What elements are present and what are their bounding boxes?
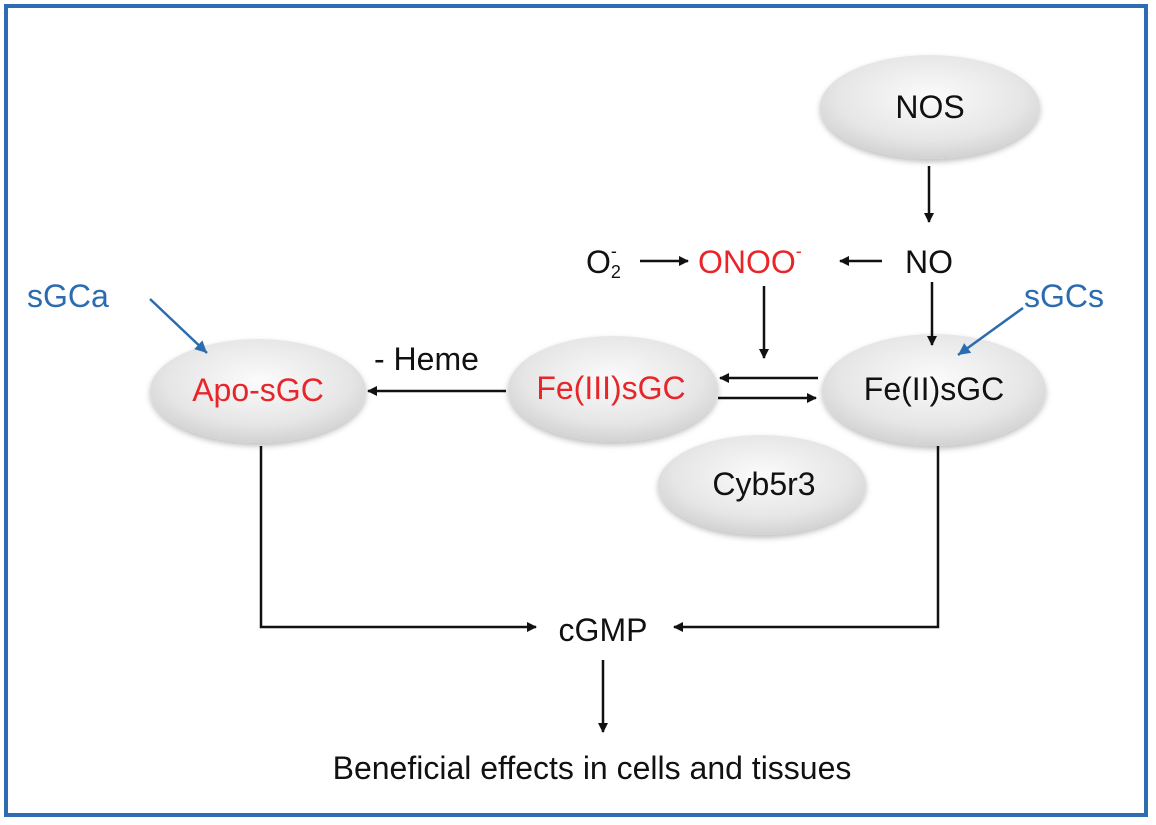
sgcs-label: sGCs	[1024, 278, 1104, 314]
fe2-sgc-node	[822, 334, 1046, 446]
o2-sub: 2	[610, 262, 621, 283]
o2-sup: -	[610, 241, 617, 262]
arrow-sgcs-to-fe2	[957, 306, 1024, 357]
cyb5r3-node	[658, 435, 866, 535]
apo-sgc-node	[150, 339, 366, 443]
o2-base: O	[586, 244, 611, 280]
fe2-sgc-label: Fe(II)sGC	[863, 371, 1005, 407]
onoo-label: ONOO-	[698, 242, 802, 280]
sgca-label: sGCa	[27, 278, 109, 314]
arrow-sgca-to-apo	[149, 298, 208, 354]
onoo-base: ONOO	[698, 244, 796, 280]
apo-sgc-label: Apo-sGC	[192, 372, 324, 408]
o2-label: O2-	[586, 242, 621, 283]
onoo-sup: -	[795, 241, 802, 262]
fe3-sgc-label: Fe(III)sGC	[536, 370, 686, 406]
beneficial-effects-label: Beneficial effects in cells and tissues	[332, 750, 852, 786]
cgmp-label: cGMP	[558, 612, 648, 648]
nos-node	[820, 55, 1040, 159]
diagram-frame	[4, 4, 1148, 817]
nos-label: NOS	[895, 89, 965, 125]
arrow-fe2-to-cgmp	[673, 446, 940, 632]
no-label: NO	[905, 244, 953, 280]
cyb5r3-label: Cyb5r3	[712, 466, 816, 502]
fe3-sgc-node	[508, 336, 718, 442]
arrow-apo-to-cgmp	[259, 446, 537, 632]
minus-heme-label: - Heme	[374, 341, 479, 377]
